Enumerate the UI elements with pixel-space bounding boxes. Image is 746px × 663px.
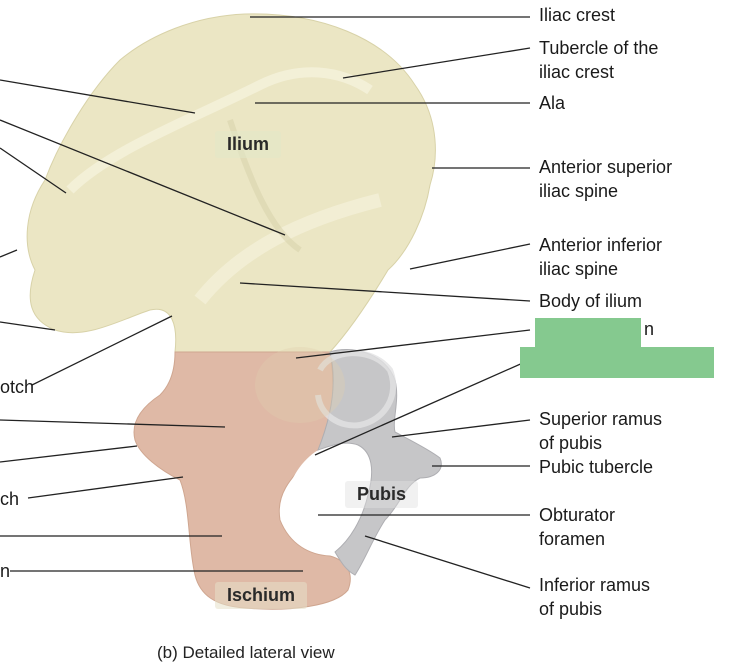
label-iliac-crest: Iliac crest <box>539 4 615 27</box>
label-ala: Ala <box>539 92 565 115</box>
leader-left-4 <box>0 250 17 257</box>
leader-inf-ramus <box>365 536 530 588</box>
ilium-shape <box>27 14 435 352</box>
label-inferior-ramus-line1: Inferior ramus <box>539 574 650 597</box>
label-inferior-ramus-line2: of pubis <box>539 598 602 621</box>
label-tubercle-line1: Tubercle of the <box>539 37 658 60</box>
label-asis-line1: Anterior superior <box>539 156 672 179</box>
leader-left-9 <box>28 477 183 498</box>
label-body-of-ilium: Body of ilium <box>539 290 642 313</box>
leader-left-8 <box>0 446 137 462</box>
label-obturator-line1: Obturator <box>539 504 615 527</box>
leader-aiis <box>410 244 530 269</box>
leader-sup-ramus <box>392 420 530 437</box>
label-asis-line2: iliac spine <box>539 180 618 203</box>
label-cover-box-1 <box>535 318 641 350</box>
label-obturator-line2: foramen <box>539 528 605 551</box>
label-tubercle-line2: iliac crest <box>539 61 614 84</box>
label-aiis-line1: Anterior inferior <box>539 234 662 257</box>
label-acetabulum-partial: n <box>644 318 654 341</box>
region-label-ischium: Ischium <box>215 582 307 609</box>
label-left-otch: otch <box>0 376 34 399</box>
label-aiis-line2: iliac spine <box>539 258 618 281</box>
label-cover-box-2 <box>520 347 714 378</box>
region-label-ilium: Ilium <box>215 131 281 158</box>
region-label-pubis: Pubis <box>345 481 418 508</box>
figure-caption: (b) Detailed lateral view <box>157 643 335 663</box>
label-superior-ramus-line2: of pubis <box>539 432 602 455</box>
acetabulum-blend <box>255 347 345 423</box>
label-left-ch: ch <box>0 488 19 511</box>
label-superior-ramus-line1: Superior ramus <box>539 408 662 431</box>
label-left-n: n <box>0 560 10 583</box>
label-pubic-tubercle: Pubic tubercle <box>539 456 653 479</box>
